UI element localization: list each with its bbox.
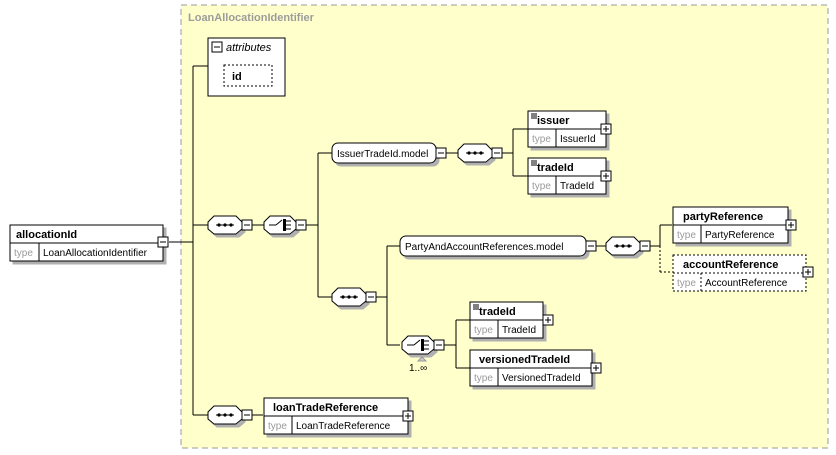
group-title: LoanAllocationIdentifier	[188, 12, 315, 24]
sequence-compositor[interactable]	[605, 236, 651, 256]
element-name: tradeId	[537, 162, 574, 174]
choice-compositor[interactable]	[263, 215, 307, 235]
element-accountReference[interactable]: accountReference type AccountReference	[672, 254, 814, 292]
element-name: versionedTradeId	[479, 354, 570, 366]
type-value: LoanTradeReference	[296, 421, 391, 432]
element-issuer[interactable]: issuer type IssuerId	[527, 110, 612, 148]
type-key: type	[532, 134, 551, 145]
type-value: PartyReference	[705, 230, 775, 241]
attributes-label: attributes	[226, 42, 272, 54]
type-value: AccountReference	[705, 278, 788, 289]
attributes-box: attributes id	[207, 37, 286, 97]
type-key: type	[532, 181, 551, 192]
root-type-value: LoanAllocationIdentifier	[43, 248, 148, 259]
element-tradeId[interactable]: tradeId type TradeId	[527, 157, 612, 195]
sequence-compositor[interactable]	[207, 405, 253, 425]
type-value: TradeId	[560, 181, 594, 192]
element-name: issuer	[537, 115, 570, 127]
type-key: type	[677, 278, 696, 289]
element-name: partyReference	[683, 211, 763, 223]
element-partyReference[interactable]: partyReference type PartyReference	[672, 206, 797, 244]
choice-compositor[interactable]: 1..∞	[401, 335, 445, 374]
element-versionedTradeId[interactable]: versionedTradeId type VersionedTradeId	[469, 349, 602, 387]
element-name: loanTradeReference	[273, 402, 378, 414]
attribute-id: id	[232, 71, 242, 83]
issuer-model-label: IssuerTradeId.model	[337, 149, 428, 160]
attribute-id-box[interactable]	[223, 64, 273, 87]
type-key: type	[677, 230, 696, 241]
root-name: allocationId	[16, 229, 77, 241]
party-and-account-references-model[interactable]: PartyAndAccountReferences.model	[399, 235, 597, 257]
party-model-label: PartyAndAccountReferences.model	[405, 242, 563, 253]
connector-lines	[169, 65, 672, 416]
sequence-compositor[interactable]	[207, 215, 253, 235]
root-type-key: type	[14, 248, 33, 259]
cardinality-label: 1..∞	[409, 363, 427, 374]
element-loanTradeReference[interactable]: loanTradeReference type LoanTradeReferen…	[263, 397, 414, 435]
type-key: type	[474, 373, 493, 384]
issuer-trade-id-model[interactable]: IssuerTradeId.model	[331, 142, 447, 164]
type-key: type	[474, 325, 493, 336]
element-tradeId[interactable]: tradeId type TradeId	[469, 301, 554, 339]
root-element-allocationId[interactable]: allocationId type LoanAllocationIdentifi…	[9, 224, 169, 262]
type-value: VersionedTradeId	[502, 373, 581, 384]
element-name: accountReference	[683, 259, 778, 271]
sequence-compositor[interactable]	[331, 287, 377, 307]
sequence-compositor[interactable]	[457, 143, 503, 163]
element-name: tradeId	[479, 306, 516, 318]
type-value: IssuerId	[560, 134, 596, 145]
type-key: type	[268, 421, 287, 432]
type-value: TradeId	[502, 325, 536, 336]
